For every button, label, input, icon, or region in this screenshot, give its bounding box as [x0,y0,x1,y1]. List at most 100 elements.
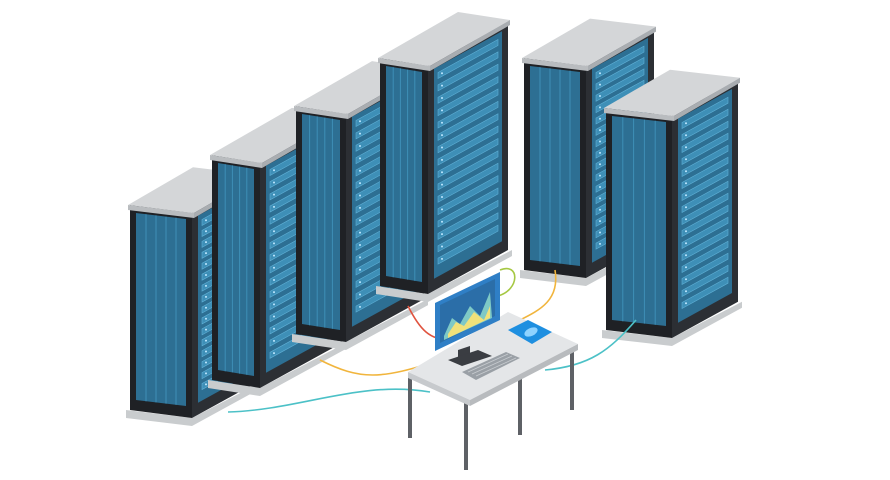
server-led [205,361,207,364]
rack-top-edge-side [674,77,740,121]
server-led [441,109,443,112]
server-unit [681,240,729,274]
server-led [205,230,207,233]
server-unit [681,228,729,262]
server-led [205,273,207,276]
server-led [273,278,275,281]
server-led [441,220,443,223]
rack-glass-panel [302,114,340,330]
server-unit [437,150,499,191]
server-unit [595,56,645,91]
server-led [205,350,207,353]
server-unit [681,144,729,178]
server-led [685,278,687,281]
rack-top-edge [210,155,262,168]
server-unit [595,68,645,102]
server-led [205,317,207,320]
server-led [685,266,687,269]
rack-4 [376,12,512,302]
server-led [359,194,361,197]
server-led [685,218,687,221]
server-led [205,241,207,244]
rack-top [604,69,740,116]
server-led [441,257,443,260]
server-led [441,97,443,100]
server-unit [681,120,729,154]
server-unit [437,51,499,92]
server-unit [437,88,499,129]
desk-top-edge-side [470,344,578,406]
server-led [441,121,443,124]
server-unit [437,113,499,154]
server-led [599,117,601,120]
server-led [273,218,275,221]
keyboard-key-row [471,355,513,375]
server-led [359,256,361,259]
rack-top-edge [604,108,674,121]
server-led [599,83,601,86]
rack-top-edge [294,106,348,119]
server-led [273,242,275,245]
server-unit [437,100,499,141]
server-led [685,122,687,125]
server-unit [681,108,729,142]
server-led [441,158,443,161]
server-led [359,219,361,222]
rack-top-edge-side [588,26,656,72]
desk-top-edge [408,372,470,406]
server-unit [681,216,729,250]
server-unit [437,76,499,117]
server-led [685,158,687,161]
server-led [273,205,275,208]
server-led [685,230,687,233]
server-led [273,327,275,330]
server-led [205,306,207,309]
server-unit [681,96,729,130]
server-racks [126,12,742,426]
server-led [441,84,443,87]
server-led [205,383,207,386]
server-led [273,266,275,269]
server-led [685,302,687,305]
server-led [359,120,361,123]
network-cables [227,267,637,413]
server-led [205,372,207,375]
network-cable [497,267,516,297]
keyboard-key-row [475,357,517,377]
network-cable [227,388,431,413]
server-led [599,151,601,154]
rack-plinth [376,250,512,302]
server-led [685,254,687,257]
server-unit [681,204,729,238]
server-led [685,182,687,185]
server-led [599,95,601,98]
server-led [441,196,443,199]
server-led [599,197,601,200]
server-unit [437,187,499,228]
server-unit [681,132,729,166]
server-led [273,315,275,318]
monitor-chart-highlight [448,306,490,338]
server-led [685,146,687,149]
server-led [599,208,601,211]
server-led [441,171,443,174]
server-led [685,194,687,197]
server-led [205,328,207,331]
server-led [599,231,601,234]
rack-glass-panel [386,66,422,282]
server-led [359,132,361,135]
server-unit [437,199,499,240]
monitor-base [448,350,492,366]
server-led [359,182,361,185]
server-led [359,293,361,296]
server-unit [681,156,729,190]
server-led [273,254,275,257]
workstation-desk [408,272,578,470]
server-led [205,295,207,298]
rack-glass-panel [612,116,666,326]
server-unit [681,180,729,214]
server-unit [437,63,499,104]
server-unit [681,168,729,202]
server-led [359,231,361,234]
server-led [599,220,601,223]
